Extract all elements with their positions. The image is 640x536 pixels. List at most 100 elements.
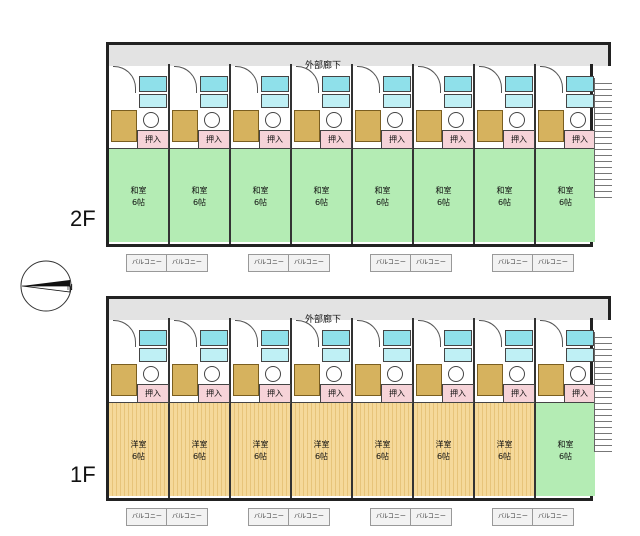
balcony: バルコニー xyxy=(126,254,168,272)
entrance-door-icon xyxy=(479,320,502,347)
kitchen-counter-icon xyxy=(294,110,320,142)
toilet-icon xyxy=(326,112,342,128)
wet-area: 押入 xyxy=(536,64,596,150)
room-name: 洋室 xyxy=(252,440,269,449)
washbasin-icon xyxy=(261,348,289,362)
kitchen-counter-icon xyxy=(172,364,198,396)
balcony: バルコニー xyxy=(492,254,534,272)
room-size: 6帖 xyxy=(192,198,207,207)
kitchen-counter-icon xyxy=(111,364,137,396)
washbasin-icon xyxy=(261,94,289,108)
washbasin-icon xyxy=(322,348,350,362)
bathtub-icon xyxy=(566,330,594,346)
entrance-door-icon xyxy=(418,320,441,347)
entrance-door-icon xyxy=(296,320,319,347)
kitchen-counter-icon xyxy=(111,110,137,142)
bathtub-icon xyxy=(566,76,594,92)
room-size: 6帖 xyxy=(497,198,512,207)
washbasin-icon xyxy=(383,94,411,108)
room: 和室 6帖 xyxy=(170,148,229,242)
bathtub-icon xyxy=(139,76,167,92)
closet: 押入 xyxy=(320,384,352,404)
room-name: 和室 xyxy=(435,186,452,195)
entrance-door-icon xyxy=(113,66,136,93)
apartment-unit: 押入和室 6帖 xyxy=(170,64,231,244)
balcony: バルコニー xyxy=(126,508,168,526)
room-size: 6帖 xyxy=(436,452,451,461)
room: 洋室 6帖 xyxy=(353,402,412,496)
closet: 押入 xyxy=(564,130,596,150)
entrance-door-icon xyxy=(235,320,258,347)
kitchen-counter-icon xyxy=(477,364,503,396)
room-size: 6帖 xyxy=(253,198,268,207)
room-name: 和室 xyxy=(313,186,330,195)
closet: 押入 xyxy=(503,130,535,150)
toilet-icon xyxy=(204,112,220,128)
toilet-icon xyxy=(448,112,464,128)
bathtub-icon xyxy=(383,76,411,92)
entrance-door-icon xyxy=(540,66,563,93)
balcony: バルコニー xyxy=(410,254,452,272)
room-name: 洋室 xyxy=(374,440,391,449)
kitchen-counter-icon xyxy=(416,364,442,396)
wet-area: 押入 xyxy=(170,318,230,404)
bathtub-icon xyxy=(322,76,350,92)
balcony: バルコニー xyxy=(288,254,330,272)
balcony: バルコニー xyxy=(248,508,290,526)
corridor xyxy=(106,296,611,320)
toilet-icon xyxy=(387,112,403,128)
closet: 押入 xyxy=(442,384,474,404)
washbasin-icon xyxy=(566,94,594,108)
kitchen-counter-icon xyxy=(538,110,564,142)
wet-area: 押入 xyxy=(109,64,169,150)
kitchen-counter-icon xyxy=(233,364,259,396)
wet-area: 押入 xyxy=(414,318,474,404)
bathtub-icon xyxy=(261,330,289,346)
room-name: 洋室 xyxy=(496,440,513,449)
toilet-icon xyxy=(509,112,525,128)
wet-area: 押入 xyxy=(292,64,352,150)
apartment-unit: 押入和室 6帖 xyxy=(353,64,414,244)
balcony: バルコニー xyxy=(410,508,452,526)
wet-area: 押入 xyxy=(292,318,352,404)
room-name: 洋室 xyxy=(130,440,147,449)
wet-area: 押入 xyxy=(170,64,230,150)
corridor xyxy=(106,42,611,66)
toilet-icon xyxy=(570,112,586,128)
room-name: 和室 xyxy=(374,186,391,195)
room-name: 洋室 xyxy=(313,440,330,449)
floor-label: 2F xyxy=(70,206,96,231)
toilet-icon xyxy=(204,366,220,382)
north-arrow-icon: N xyxy=(20,260,73,312)
closet: 押入 xyxy=(381,130,413,150)
kitchen-counter-icon xyxy=(416,110,442,142)
balcony: バルコニー xyxy=(166,254,208,272)
room-size: 6帖 xyxy=(375,198,390,207)
wet-area: 押入 xyxy=(353,64,413,150)
closet: 押入 xyxy=(503,384,535,404)
balcony: バルコニー xyxy=(492,508,534,526)
washbasin-icon xyxy=(139,94,167,108)
room-name: 洋室 xyxy=(191,440,208,449)
closet: 押入 xyxy=(381,384,413,404)
room-size: 6帖 xyxy=(375,452,390,461)
kitchen-counter-icon xyxy=(233,110,259,142)
room-name: 和室 xyxy=(191,186,208,195)
entrance-door-icon xyxy=(235,66,258,93)
wet-area: 押入 xyxy=(231,64,291,150)
